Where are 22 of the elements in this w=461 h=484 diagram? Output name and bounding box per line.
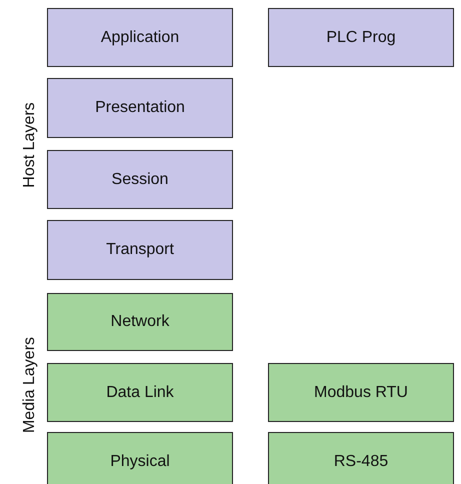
layer-box — [47, 363, 233, 422]
layer-box — [47, 293, 233, 351]
layer-box — [268, 8, 454, 67]
layer-box — [47, 78, 233, 138]
layer-box — [47, 220, 233, 280]
layer-name: Transport — [106, 241, 174, 259]
layer-name: RS-485 — [334, 453, 388, 471]
layer-name: Network — [110, 313, 170, 331]
layer-box — [47, 8, 233, 67]
layer-box — [47, 432, 233, 484]
layer-box — [47, 150, 233, 209]
layer-name: Presentation — [95, 99, 185, 117]
group-label: Host Layers — [21, 102, 39, 188]
layer-name: Modbus RTU — [314, 384, 408, 402]
layer-name: Data Link — [106, 384, 174, 402]
layer-name: Application — [100, 28, 180, 46]
layer-box — [268, 432, 454, 484]
layer-name: Physical — [110, 453, 170, 471]
group-label: Media Layers — [21, 336, 39, 434]
layer-box — [268, 363, 454, 422]
layer-name: Session — [112, 170, 168, 188]
layer-name: PLC Prog — [326, 28, 396, 46]
